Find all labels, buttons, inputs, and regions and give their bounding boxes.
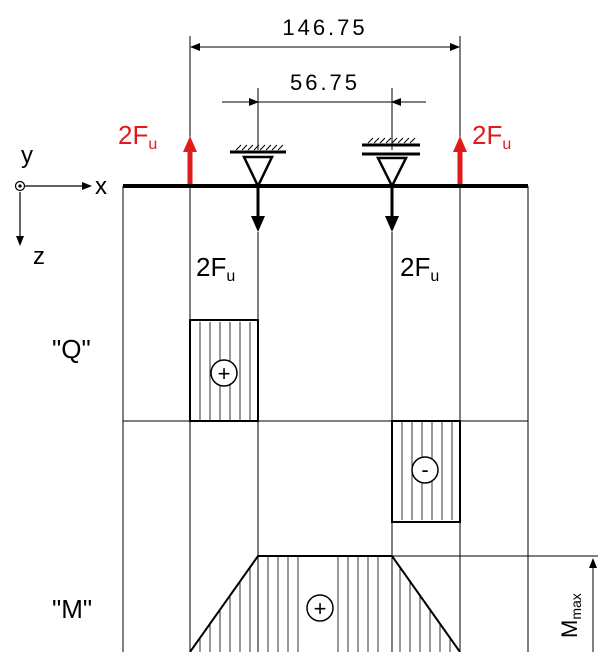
arrow-up-icon	[453, 136, 467, 152]
load-right-up-label: 2Fu	[472, 120, 511, 153]
hatch-icon	[367, 137, 416, 144]
dimension-supports: 56.75	[222, 70, 426, 150]
hatch-icon	[235, 144, 284, 151]
projection-lines	[122, 186, 598, 652]
load-right-up: 2Fu	[453, 120, 511, 184]
load-left-up-label: 2Fu	[118, 120, 157, 153]
negative-sign-icon	[411, 456, 439, 484]
moment-max-label: Mmax	[557, 593, 584, 638]
support-triangle-icon	[242, 155, 274, 189]
axis-z-label: z	[33, 243, 45, 270]
axis-y-out-of-plane-icon	[14, 180, 26, 192]
axis-x-arrow-icon	[82, 182, 92, 190]
arrow-down-icon	[385, 216, 399, 232]
dimension-overall: 146.75	[189, 15, 461, 185]
load-left-up: 2Fu	[118, 120, 197, 184]
support-right	[362, 137, 420, 189]
shear-diagram-label: "Q"	[52, 334, 91, 364]
load-right-down-label: 2Fu	[400, 252, 439, 285]
load-right-down: 2Fu	[385, 188, 439, 285]
positive-sign-icon	[210, 359, 238, 387]
shear-negative-block: -	[391, 420, 461, 523]
arrow-up-icon	[589, 558, 597, 568]
arrow-up-icon	[183, 136, 197, 152]
svg-text:+: +	[218, 361, 231, 386]
arrow-down-icon	[251, 216, 265, 232]
coordinate-system: y x z	[14, 142, 107, 270]
svg-text:-: -	[421, 457, 428, 482]
positive-sign-icon	[306, 594, 334, 622]
support-left	[230, 144, 286, 189]
roller-support-triangle-icon	[375, 156, 409, 189]
axis-z-arrow-icon	[16, 236, 24, 246]
axis-x-label: x	[95, 173, 107, 200]
load-left-down: 2Fu	[196, 188, 265, 285]
svg-text:+: +	[314, 596, 327, 621]
dimension-supports-label: 56.75	[290, 70, 360, 95]
axis-y-label: y	[21, 142, 33, 169]
dimension-overall-label: 146.75	[282, 15, 367, 40]
moment-diagram-label: "M"	[52, 594, 92, 624]
load-left-down-label: 2Fu	[196, 252, 235, 285]
moment-trapezoid: +	[189, 555, 461, 652]
hatch-lines	[199, 557, 451, 652]
moment-max-dimension: Mmax	[557, 558, 597, 652]
shear-positive-block: +	[189, 319, 259, 422]
